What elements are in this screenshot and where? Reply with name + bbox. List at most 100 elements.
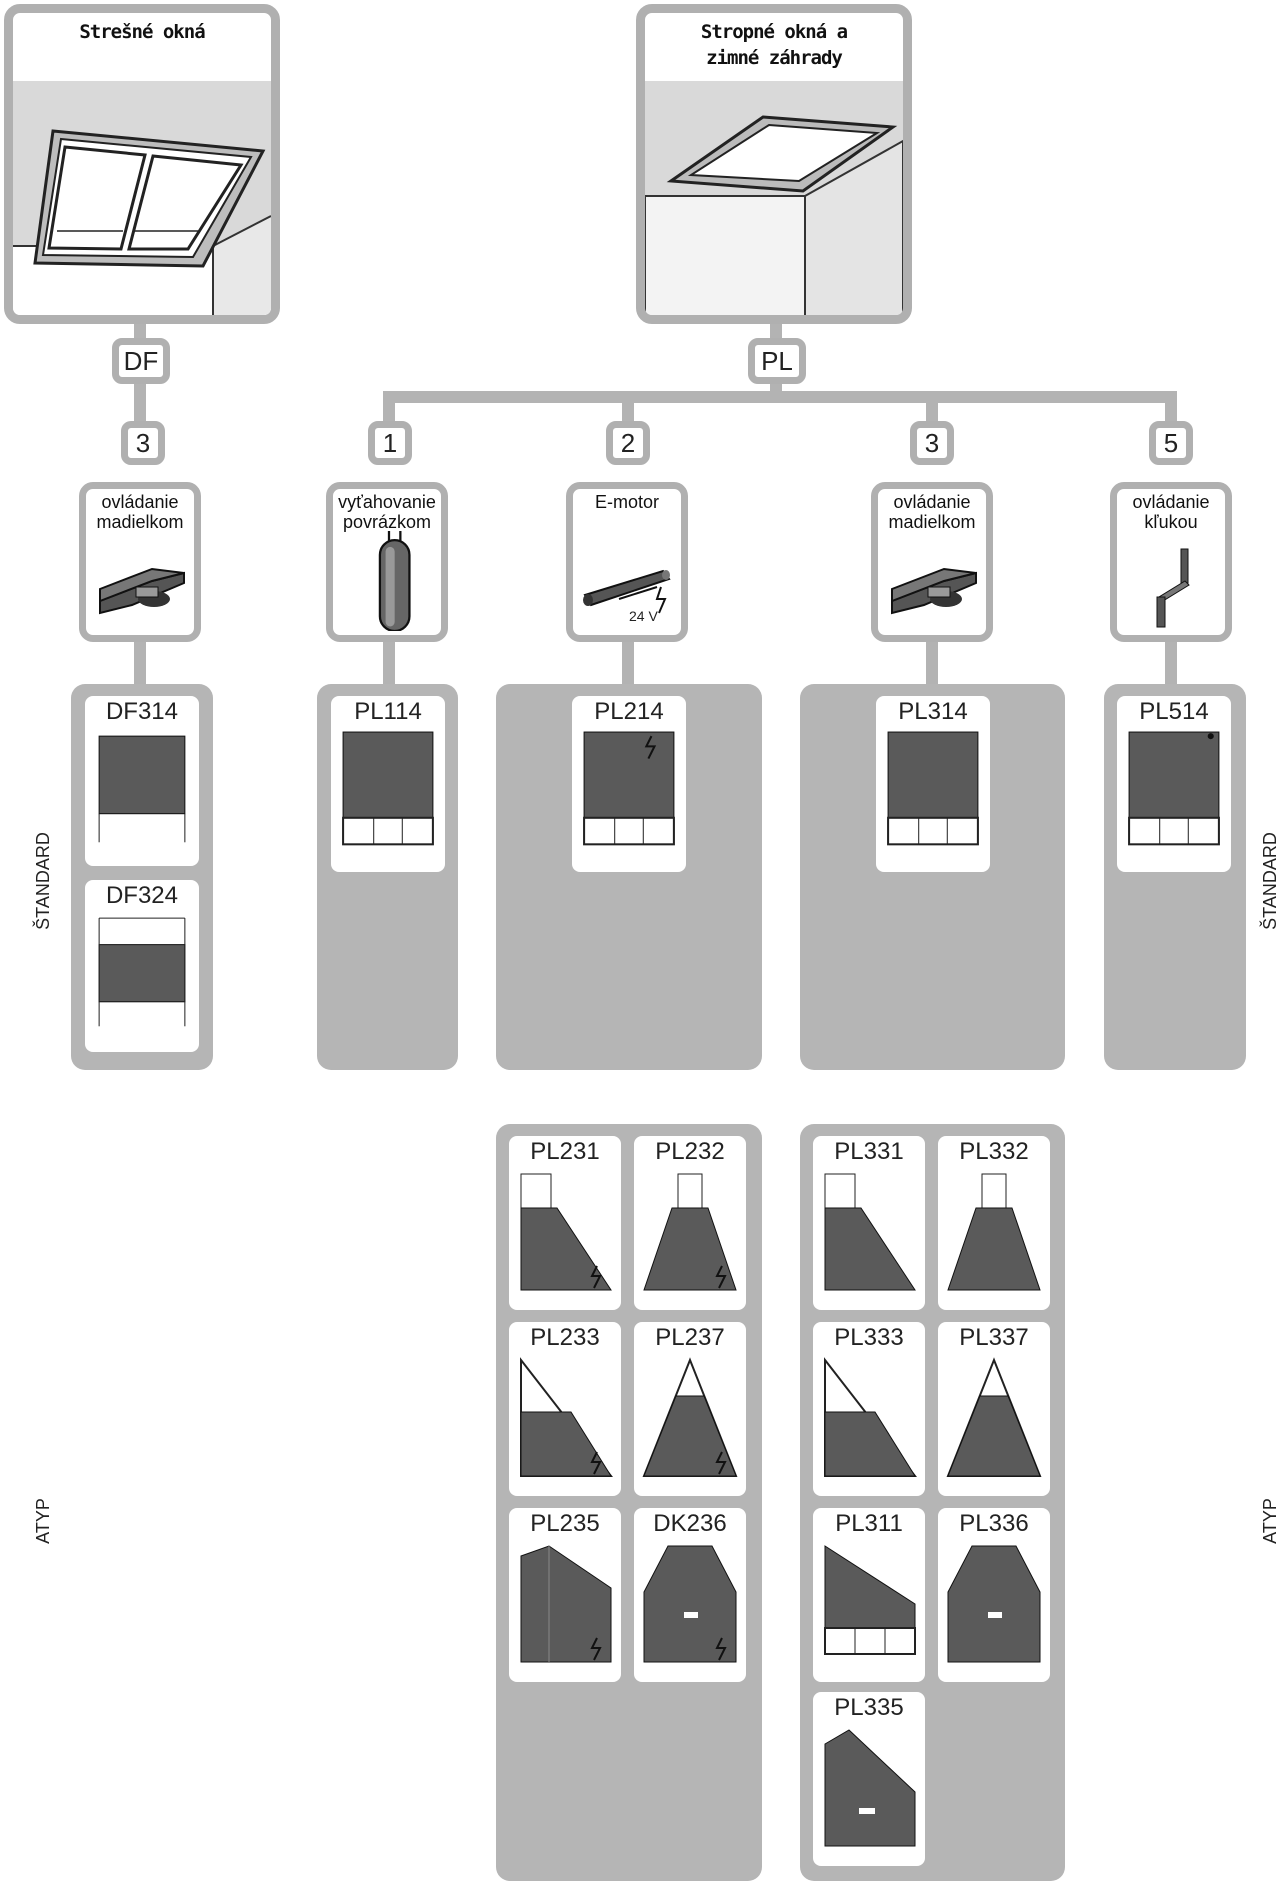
connector-pl1-products — [383, 636, 395, 686]
voltage-label: 24 V — [629, 608, 658, 624]
product-code: PL314 — [898, 698, 968, 725]
blind-illustration — [1128, 731, 1220, 846]
blind-illustration — [98, 735, 186, 843]
control-label-pl1: vyťahovanie povrázkom — [333, 492, 441, 532]
handle-rail-icon — [99, 567, 185, 615]
cord-pull-icon — [378, 531, 411, 631]
control-card-pl2: E-motor 24 V — [566, 482, 688, 642]
blind-illustration — [643, 1173, 737, 1291]
product-code: DK236 — [653, 1510, 727, 1537]
code-tag-pl: PL — [748, 338, 806, 384]
product-code: PL335 — [834, 1694, 904, 1721]
blind-illustration — [824, 1729, 916, 1847]
roof-window-panel: Strešné okná — [4, 4, 280, 324]
blind-illustration — [520, 1545, 612, 1663]
connector-pl2-products — [622, 636, 634, 686]
blind-illustration — [887, 731, 979, 846]
roof-window-title: Strešné okná — [79, 21, 205, 43]
product-code: PL237 — [655, 1324, 725, 1351]
control-label-df3: ovládanie madielkom — [86, 492, 194, 532]
number-tag-pl1: 1 — [368, 421, 412, 465]
product-card-pl336: PL336 — [938, 1508, 1050, 1682]
product-card-pl114: PL114 — [331, 696, 445, 872]
product-card-pl232: PL232 — [634, 1136, 746, 1310]
connector-pl-bus — [383, 391, 1177, 403]
product-code: PL333 — [834, 1324, 904, 1351]
control-label-df3-line2: madielkom — [96, 512, 184, 532]
side-label-standard-left: ŠTANDARD — [33, 832, 53, 930]
blind-illustration — [583, 731, 675, 846]
blind-illustration — [824, 1173, 916, 1291]
ceiling-window-illustration — [645, 81, 903, 315]
blind-illustration — [642, 1357, 738, 1477]
roof-window-illustration — [13, 81, 271, 315]
control-label-pl5: ovládanie kľukou — [1117, 492, 1225, 532]
product-card-pl332: PL332 — [938, 1136, 1050, 1310]
blind-illustration — [520, 1357, 613, 1477]
control-label-pl1-line2: povrázkom — [342, 512, 432, 532]
blind-illustration — [824, 1357, 917, 1477]
product-card-pl514: PL514 — [1117, 696, 1231, 872]
control-card-pl3: ovládanie madielkom — [871, 482, 993, 642]
product-card-pl214: PL214 — [572, 696, 686, 872]
ceiling-window-title: Stropné okná a zimné záhrady — [645, 19, 903, 71]
product-code: PL214 — [594, 698, 664, 725]
product-code: PL336 — [959, 1510, 1029, 1537]
number-tag-pl5: 5 — [1149, 421, 1193, 465]
product-card-df324: DF324 — [85, 880, 199, 1052]
blind-illustration — [947, 1545, 1041, 1663]
motor-icon — [583, 569, 671, 614]
product-code: PL331 — [834, 1138, 904, 1165]
product-card-pl231: PL231 — [509, 1136, 621, 1310]
side-label-atyp-right: ATYP — [1260, 1498, 1280, 1544]
control-card-pl5: ovládanie kľukou — [1110, 482, 1232, 642]
blind-illustration — [946, 1357, 1042, 1477]
control-label-pl2: E-motor — [594, 492, 659, 512]
number-tag-df3: 3 — [121, 421, 165, 465]
product-card-pl314: PL314 — [876, 696, 990, 872]
crank-icon — [1156, 548, 1190, 628]
blind-illustration — [947, 1173, 1041, 1291]
product-code: PL232 — [655, 1138, 725, 1165]
control-label-pl3-line1: ovládanie — [893, 492, 971, 512]
number-tag-pl2: 2 — [606, 421, 650, 465]
blind-illustration — [520, 1173, 612, 1291]
product-card-pl237: PL237 — [634, 1322, 746, 1496]
code-tag-df: DF — [112, 338, 170, 384]
control-label-pl3: ovládanie madielkom — [878, 492, 986, 532]
product-card-pl331: PL331 — [813, 1136, 925, 1310]
control-label-pl3-line2: madielkom — [888, 512, 976, 532]
product-code: PL332 — [959, 1138, 1029, 1165]
control-card-df3: ovládanie madielkom — [79, 482, 201, 642]
blind-illustration — [643, 1545, 737, 1663]
blind-illustration — [342, 731, 434, 846]
handle-rail-icon — [891, 567, 977, 615]
control-card-pl1: vyťahovanie povrázkom — [326, 482, 448, 642]
product-code: PL233 — [530, 1324, 600, 1351]
product-code: PL514 — [1139, 698, 1209, 725]
product-card-df314: DF314 — [85, 696, 199, 866]
product-card-pl233: PL233 — [509, 1322, 621, 1496]
connector-pl5-products — [1165, 636, 1177, 686]
product-code: PL231 — [530, 1138, 600, 1165]
control-label-pl1-line1: vyťahovanie — [338, 492, 436, 512]
product-code: DF324 — [105, 882, 179, 909]
control-label-pl5-line2: kľukou — [1144, 512, 1198, 532]
control-label-pl5-line1: ovládanie — [1132, 492, 1210, 512]
blind-illustration — [98, 917, 186, 1027]
product-code: DF314 — [105, 698, 179, 725]
product-card-pl333: PL333 — [813, 1322, 925, 1496]
side-label-standard-right: ŠTANDARD — [1260, 832, 1280, 930]
ceiling-window-title-line2: zimné záhrady — [706, 47, 843, 69]
product-card-pl311: PL311 — [813, 1508, 925, 1682]
ceiling-window-panel: Stropné okná a zimné záhrady — [636, 4, 912, 324]
connector-df-products — [134, 636, 146, 686]
product-code: PL311 — [835, 1510, 903, 1537]
product-card-pl235: PL235 — [509, 1508, 621, 1682]
blind-illustration — [824, 1545, 916, 1655]
product-code: PL235 — [530, 1510, 600, 1537]
product-code: PL114 — [354, 698, 422, 725]
product-card-pl335: PL335 — [813, 1692, 925, 1866]
product-card-pl337: PL337 — [938, 1322, 1050, 1496]
control-label-df3-line1: ovládanie — [101, 492, 179, 512]
